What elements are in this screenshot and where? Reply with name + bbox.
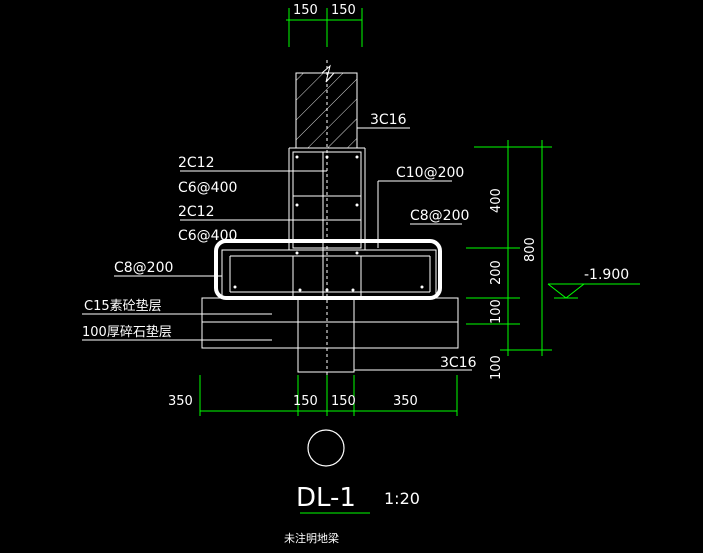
drawing-title: DL-1	[296, 483, 356, 513]
label-top-rebar: 3C16	[370, 112, 407, 128]
dim-v-800: 800	[523, 237, 538, 262]
label-c15-bedding: C15素砼垫层	[84, 298, 162, 314]
label-2c12-a: 2C12	[178, 155, 215, 171]
dim-bot-350-right: 350	[393, 394, 418, 409]
drawing-scale: 1:20	[384, 489, 420, 508]
beam-outline	[288, 60, 366, 388]
label-elevation: -1.900	[584, 267, 629, 283]
dim-v-100a: 100	[489, 299, 504, 324]
section-circle-symbol	[307, 429, 345, 467]
rebar-dots	[233, 155, 424, 292]
dim-v-200: 200	[489, 260, 504, 285]
dim-v-100b: 100	[489, 355, 504, 380]
label-c8-left: C8@200	[114, 260, 173, 276]
label-c10: C10@200	[396, 165, 464, 181]
dim-bot-150-right: 150	[331, 394, 356, 409]
dim-top-right: 150	[331, 3, 356, 18]
label-bottom-rebar: 3C16	[440, 355, 477, 371]
label-c8-right: C8@200	[410, 208, 469, 224]
dim-top-left: 150	[293, 3, 318, 18]
drawing-note: 未注明地梁	[284, 531, 339, 545]
label-c6-b: C6@400	[178, 228, 237, 244]
label-c6-a: C6@400	[178, 180, 237, 196]
leader-lines	[82, 127, 472, 371]
highlight-box	[214, 239, 442, 300]
dim-bot-350-left: 350	[168, 394, 193, 409]
footing	[221, 249, 437, 299]
dim-v-400: 400	[489, 188, 504, 213]
label-2c12-b: 2C12	[178, 204, 215, 220]
bedding-layers	[201, 297, 459, 373]
dimension-lines	[199, 8, 640, 514]
label-100-bedding: 100厚碎石垫层	[82, 324, 172, 340]
dim-bot-150-left: 150	[293, 394, 318, 409]
